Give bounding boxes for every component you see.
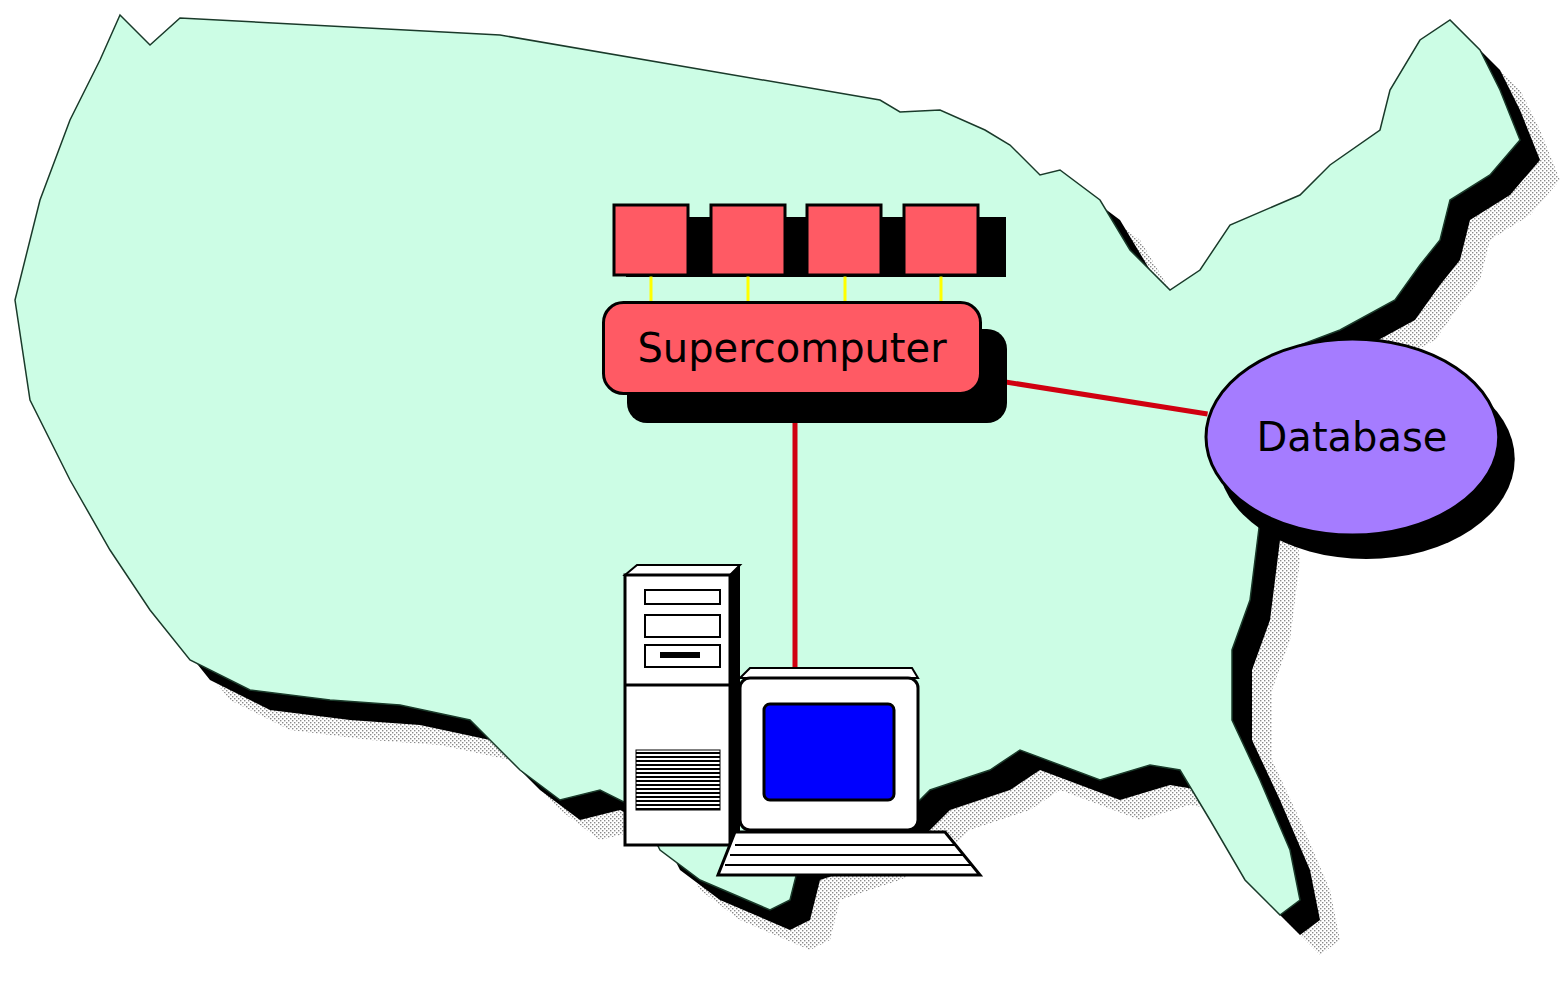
drive-slot: [660, 652, 700, 658]
processor-squares: [614, 205, 1006, 304]
yellow-wire: [747, 275, 750, 304]
yellow-wire: [844, 275, 847, 304]
tower: [625, 575, 730, 845]
database-ellipse: Database: [1204, 337, 1501, 537]
shape-body: [604, 303, 981, 394]
processor-square: [904, 205, 978, 275]
processor-square: [807, 205, 881, 275]
screen: [764, 704, 894, 800]
shape-body: [1206, 339, 1499, 535]
us-map: [15, 15, 1560, 955]
key-row: [725, 864, 972, 866]
processor-square: [614, 205, 688, 275]
map-land: [15, 15, 1520, 915]
keyboard: [718, 832, 980, 875]
tower-line: [625, 684, 730, 687]
supercomputer-box: Supercomputer: [602, 301, 982, 395]
monitor: [740, 678, 918, 830]
node-label: Supercomputer: [637, 326, 946, 370]
yellow-wire: [940, 275, 943, 304]
node-label: Database: [1257, 415, 1448, 459]
vents: [636, 750, 720, 810]
drive-bay: [645, 615, 720, 637]
yellow-wire: [650, 275, 653, 304]
key-row: [735, 844, 955, 846]
drive-bay: [645, 645, 720, 667]
network-link: [982, 378, 1208, 414]
drive-bay: [645, 590, 720, 604]
workstation: [625, 565, 980, 875]
key-row: [730, 854, 965, 856]
processor-square: [711, 205, 785, 275]
network-line: [793, 396, 798, 680]
